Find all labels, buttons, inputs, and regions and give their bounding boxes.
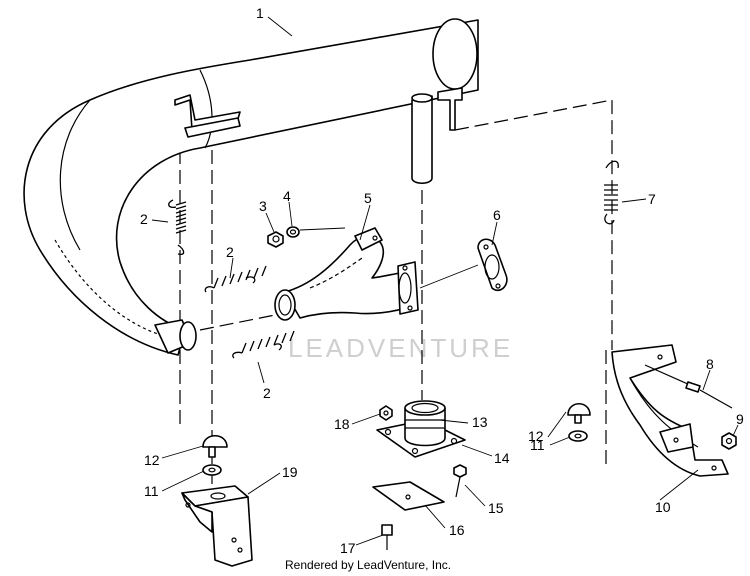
callout-16: 16	[449, 522, 465, 538]
callout-3: 3	[259, 198, 267, 214]
callout-11-left: 11	[144, 483, 159, 499]
bracket-left	[181, 485, 253, 567]
heat-shield-plate	[372, 481, 445, 511]
callout-19: 19	[282, 464, 298, 480]
callout-7: 7	[648, 191, 656, 207]
callout-15: 15	[488, 500, 504, 516]
callout-12-left: 12	[144, 452, 160, 468]
cushion-left	[202, 434, 228, 458]
muffler	[23, 18, 479, 356]
watermark-text: LEADVENTURE	[288, 333, 513, 363]
callout-2-middle: 2	[226, 244, 234, 260]
callout-4: 4	[283, 188, 291, 204]
screw	[381, 524, 393, 550]
callout-2-lower: 2	[263, 385, 271, 401]
grommet-right	[721, 432, 737, 450]
callout-17: 17	[340, 540, 356, 556]
spring-right	[604, 160, 619, 225]
washer	[286, 226, 300, 238]
spring-upper-left	[168, 199, 187, 256]
credit-text: Rendered by LeadVenture, Inc.	[285, 558, 451, 572]
washer-right	[568, 430, 588, 442]
callout-9: 9	[736, 411, 744, 427]
leader-lines	[151, 16, 739, 546]
cushion-right	[567, 402, 591, 424]
callout-12-right: 12	[528, 428, 544, 444]
nut-small	[379, 405, 393, 421]
outlet-pipe	[404, 400, 446, 447]
spring-middle	[204, 265, 267, 293]
callout-11-right: 11	[530, 437, 545, 453]
washer-left	[202, 464, 222, 476]
callout-2-upper: 2	[140, 211, 148, 227]
callout-1: 1	[256, 5, 264, 21]
watermark: LEADVENTURE	[288, 333, 513, 363]
bracket-right	[611, 344, 729, 477]
callout-13: 13	[472, 414, 488, 430]
bolt	[453, 464, 467, 498]
callout-10: 10	[655, 499, 671, 515]
nut	[267, 231, 284, 248]
callout-14: 14	[494, 450, 510, 466]
callout-18: 18	[334, 416, 350, 432]
callout-6: 6	[493, 207, 501, 223]
callouts: 1 2 2 2 3 4 5 6 7 8 9 10 11 12 11 12 13 …	[140, 5, 744, 556]
gasket	[477, 238, 508, 292]
callout-5: 5	[364, 190, 372, 206]
callout-8: 8	[706, 356, 714, 372]
header-pipe	[274, 227, 419, 321]
spring-lower	[232, 330, 295, 359]
rod	[644, 364, 733, 409]
